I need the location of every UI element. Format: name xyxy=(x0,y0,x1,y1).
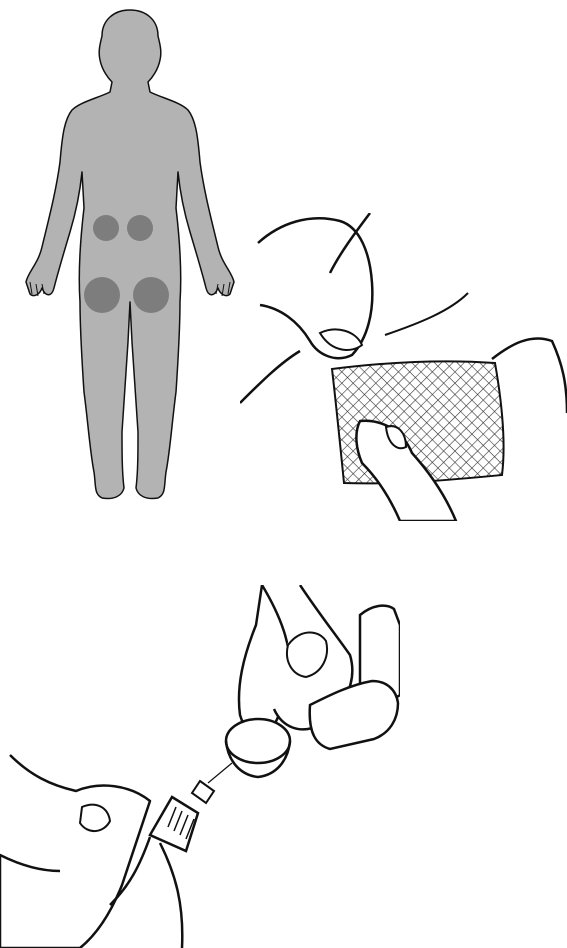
body-injection-sites-icon xyxy=(18,2,243,504)
injection-site-left-buttock xyxy=(84,277,120,313)
body-silhouette xyxy=(26,10,234,499)
skin-fold-line xyxy=(385,293,468,335)
right-hand-edge xyxy=(492,338,567,413)
needle-cap xyxy=(226,719,290,763)
injection-site-right-lower-back xyxy=(127,215,153,241)
upper-palm-edge xyxy=(240,351,300,403)
lower-hand xyxy=(0,755,150,948)
pinch-skin-panel xyxy=(240,213,567,521)
remove-cap-panel xyxy=(0,585,400,948)
body-injection-sites-panel xyxy=(18,2,243,504)
pen-threaded-end xyxy=(150,797,198,851)
injection-site-right-buttock xyxy=(133,277,169,313)
needle xyxy=(208,763,232,783)
pinch-skin-with-pad-icon xyxy=(240,213,567,521)
injection-site-left-lower-back xyxy=(93,215,119,241)
remove-needle-cap-icon xyxy=(0,585,400,948)
pen-tip xyxy=(192,781,214,803)
lower-wrist-line xyxy=(160,843,182,948)
